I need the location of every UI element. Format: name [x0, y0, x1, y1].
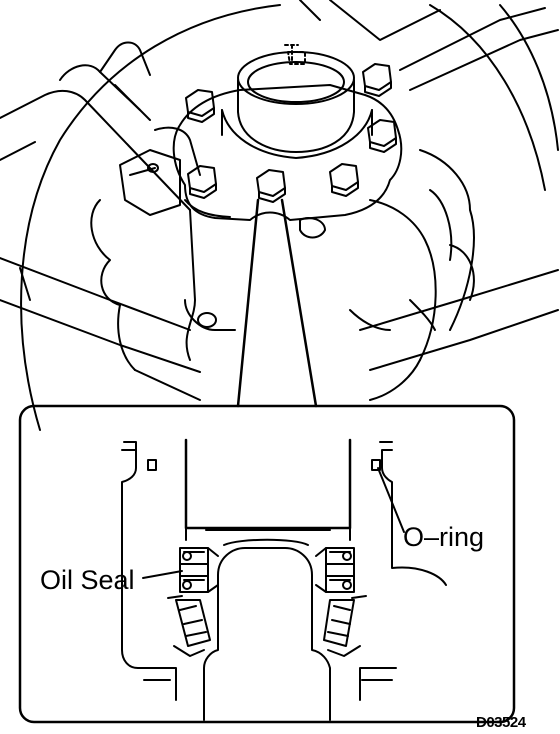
axle-outline	[186, 440, 350, 528]
oil-seal-left	[180, 548, 218, 592]
callout-left-line	[238, 200, 258, 406]
oil-seal-label: Oil Seal	[40, 565, 135, 595]
hub-assembly-illustration	[0, 0, 558, 430]
oilseal-leader	[143, 571, 182, 578]
detail-frame	[20, 406, 514, 722]
bearing-right	[324, 596, 366, 656]
detail-section	[20, 406, 514, 722]
oring-leader	[378, 468, 404, 532]
o-ring-label: O–ring	[403, 522, 485, 552]
figure-code: D03524	[476, 714, 526, 731]
oil-seal-right	[316, 548, 354, 592]
bearing-left	[168, 596, 210, 656]
callout-right-line	[282, 200, 316, 406]
bolt-heads	[186, 64, 396, 202]
